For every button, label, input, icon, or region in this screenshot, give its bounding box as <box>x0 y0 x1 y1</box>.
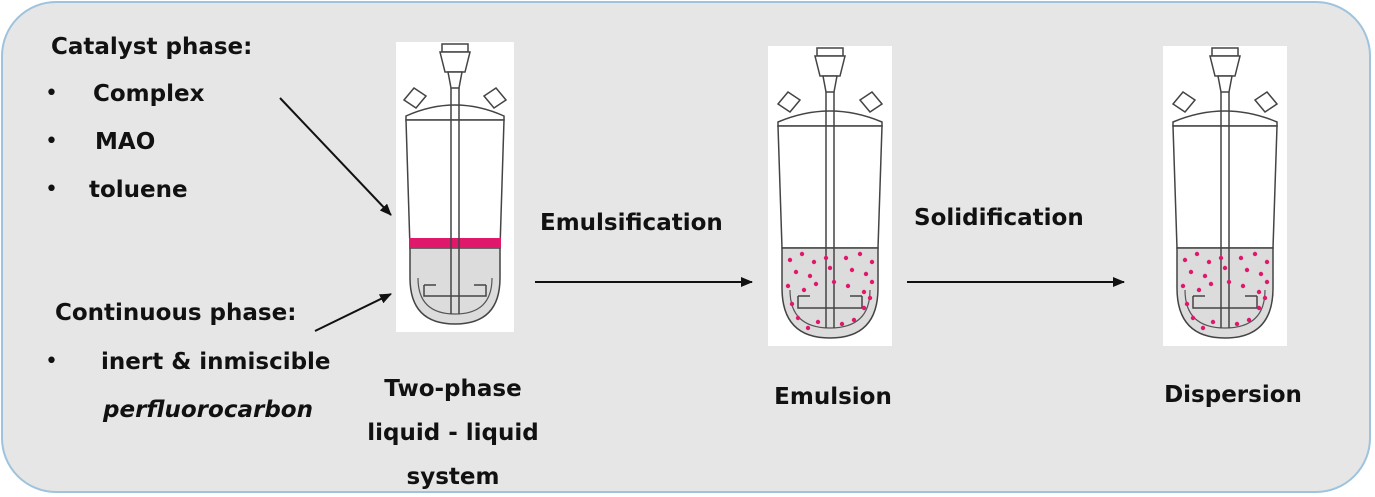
reactor-body <box>402 43 508 325</box>
droplet-dot <box>1246 317 1252 323</box>
droplet-dot <box>857 251 863 257</box>
reactor-1-caption: Two-phase liquid - liquid system <box>348 367 558 491</box>
droplet-dot <box>1190 315 1196 321</box>
droplet-dot <box>863 271 869 277</box>
droplet-dot <box>1218 255 1224 261</box>
droplet-dot <box>845 283 851 289</box>
droplet-dot <box>1262 295 1268 301</box>
droplet-dot <box>1210 319 1216 325</box>
droplet-dot <box>1194 251 1200 257</box>
droplet-dot <box>1184 301 1190 307</box>
droplet-dot <box>843 255 849 261</box>
catalyst-phase-heading: Catalyst phase: <box>51 34 253 60</box>
droplet-dot <box>1238 255 1244 261</box>
droplet-dot <box>1200 325 1206 331</box>
bullet-icon: • <box>45 81 58 106</box>
droplet-dot <box>831 279 837 285</box>
emulsion-droplets <box>785 251 875 331</box>
droplet-dot <box>1252 251 1258 257</box>
droplet-dot <box>1264 259 1270 265</box>
droplet-dot <box>861 305 867 311</box>
droplet-dot <box>795 315 801 321</box>
droplet-dot <box>1226 279 1232 285</box>
droplet-dot <box>1208 281 1214 287</box>
droplet-dot <box>1240 283 1246 289</box>
droplet-dot <box>1264 279 1270 285</box>
droplet-dot <box>823 255 829 261</box>
bullet-icon: • <box>45 349 58 374</box>
droplet-dot <box>1202 273 1208 279</box>
arrow-catalyst-to-reactor <box>279 97 392 216</box>
step-label-solidification: Solidification <box>914 205 1084 231</box>
droplet-dot <box>869 279 875 285</box>
reactor-2 <box>768 46 892 346</box>
diagram-drawing <box>279 42 1287 346</box>
reactor-2-caption: Emulsion <box>774 384 892 410</box>
caption-line: Two-phase <box>384 376 522 402</box>
arrow-continuous-to-reactor <box>314 293 392 332</box>
droplet-dot <box>805 325 811 331</box>
droplet-dot <box>1196 287 1202 293</box>
step-label-emulsification: Emulsification <box>540 210 723 236</box>
droplet-dot <box>801 287 807 293</box>
droplet-dot <box>1182 257 1188 263</box>
droplet-dot <box>799 251 805 257</box>
droplet-dot <box>1258 271 1264 277</box>
droplet-dot <box>813 281 819 287</box>
droplet-dot <box>1256 305 1262 311</box>
droplet-dot <box>827 265 833 271</box>
continuous-item-perfluorocarbon: perfluorocarbon <box>103 397 313 423</box>
droplet-dot <box>861 289 867 295</box>
droplet-dot <box>867 295 873 301</box>
droplet-dot <box>1244 267 1250 273</box>
catalyst-item-complex: Complex <box>93 81 205 107</box>
droplet-dot <box>1222 265 1228 271</box>
caption-line: liquid - liquid <box>367 420 539 446</box>
droplet-dot <box>849 267 855 273</box>
droplet-dot <box>787 257 793 263</box>
droplet-dot <box>1234 321 1240 327</box>
bullet-icon: • <box>45 129 58 154</box>
continuous-item-inert: inert & inmiscible <box>101 349 331 375</box>
droplet-dot <box>793 269 799 275</box>
bullet-icon: • <box>45 177 58 202</box>
reactor-3-caption: Dispersion <box>1164 382 1302 408</box>
caption-line: system <box>406 464 500 490</box>
droplet-dot <box>815 319 821 325</box>
droplet-dot <box>811 259 817 265</box>
dispersion-particles <box>1180 251 1270 331</box>
catalyst-item-toluene: toluene <box>89 177 188 203</box>
reactor-1 <box>396 42 514 332</box>
droplet-dot <box>789 301 795 307</box>
droplet-dot <box>785 283 791 289</box>
droplet-dot <box>869 259 875 265</box>
droplet-dot <box>1206 259 1212 265</box>
catalyst-item-mao: MAO <box>95 129 156 155</box>
continuous-phase-heading: Continuous phase: <box>55 300 297 326</box>
droplet-dot <box>807 273 813 279</box>
droplet-dot <box>1188 269 1194 275</box>
droplet-dot <box>851 317 857 323</box>
droplet-dot <box>839 321 845 327</box>
reactor-3 <box>1163 46 1287 346</box>
reactor-body <box>1171 47 1279 339</box>
droplet-dot <box>1256 289 1262 295</box>
droplet-dot <box>1180 283 1186 289</box>
